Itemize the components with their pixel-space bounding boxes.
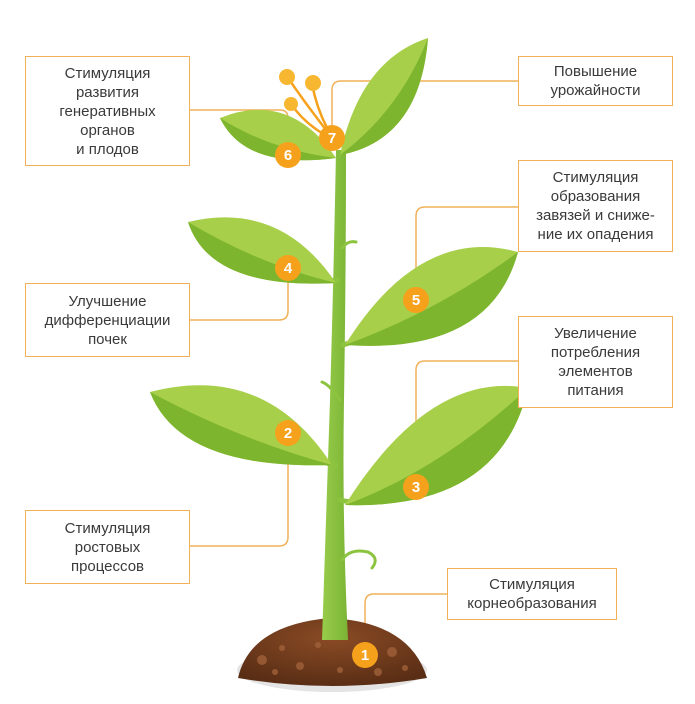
- svg-text:4: 4: [284, 260, 293, 277]
- badge-4: 4: [275, 255, 301, 281]
- label-2-text: Стимуляция ростовых процессов: [64, 519, 151, 575]
- label-box-5: Стимуляция образования завязей и сниже- …: [518, 160, 673, 252]
- badge-5: 5: [403, 287, 429, 313]
- label-7-text: Повышение урожайности: [550, 63, 641, 99]
- badge-3: 3: [403, 474, 429, 500]
- label-box-7: Повышение урожайности: [518, 56, 673, 106]
- svg-text:6: 6: [284, 147, 292, 164]
- badge-7: 7: [319, 125, 345, 151]
- badge-2: 2: [275, 420, 301, 446]
- svg-text:1: 1: [361, 647, 369, 664]
- label-3-text: Увеличение потребления элементов питания: [550, 325, 641, 399]
- label-box-1: Стимуляция корнеобразования: [447, 568, 617, 620]
- svg-text:3: 3: [412, 479, 420, 496]
- label-box-4: Улучшение дифференциации почек: [25, 283, 190, 357]
- soil-pebbles: [257, 642, 408, 676]
- label-6-text: Стимуляция развития генеративных органов…: [59, 64, 156, 158]
- label-1-text: Стимуляция корнеобразования: [467, 576, 597, 612]
- label-box-6: Стимуляция развития генеративных органов…: [25, 56, 190, 166]
- badge-1: 1: [352, 642, 378, 668]
- label-box-2: Стимуляция ростовых процессов: [25, 510, 190, 584]
- svg-text:5: 5: [412, 292, 420, 309]
- label-box-3: Увеличение потребления элементов питания: [518, 316, 673, 408]
- badge-6: 6: [275, 142, 301, 168]
- label-5-text: Стимуляция образования завязей и сниже- …: [536, 169, 655, 243]
- tendrils: [320, 240, 377, 570]
- label-4-text: Улучшение дифференциации почек: [44, 292, 171, 348]
- svg-text:7: 7: [328, 130, 336, 147]
- svg-text:2: 2: [284, 425, 292, 442]
